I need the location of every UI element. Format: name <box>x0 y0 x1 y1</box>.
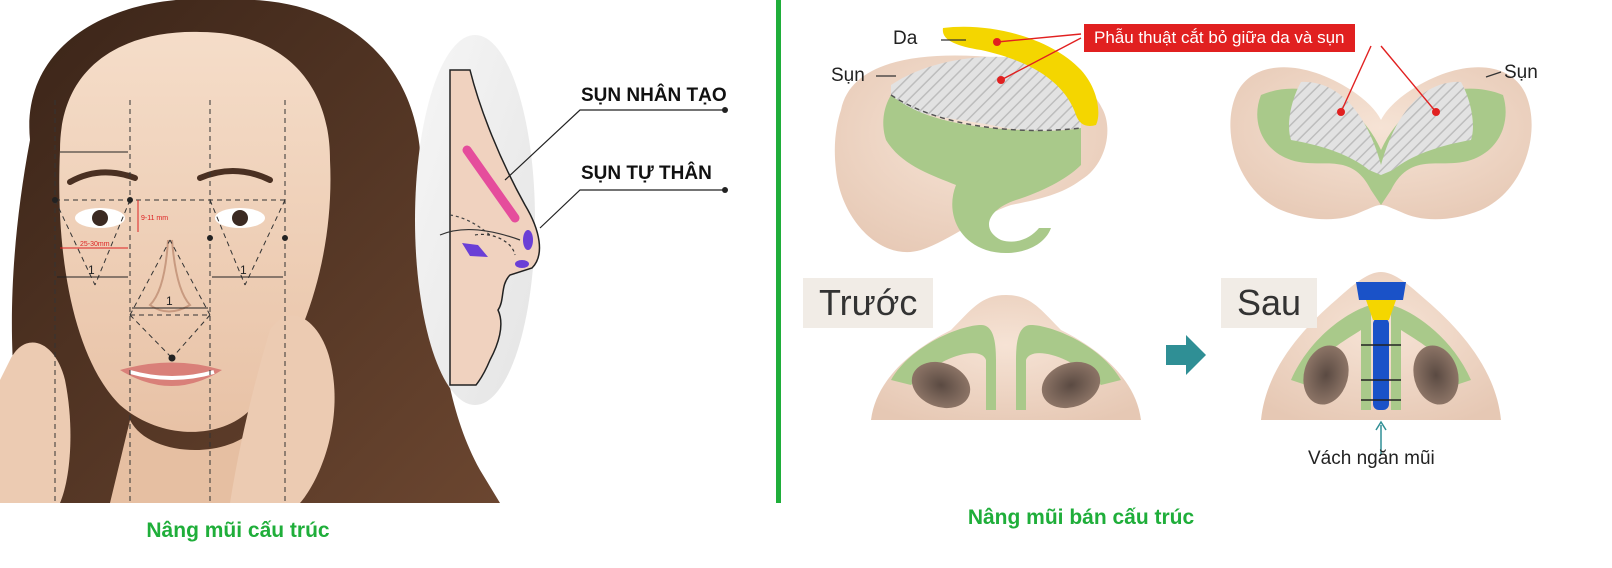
label-septum: Vách ngăn mũi <box>1308 448 1435 469</box>
leader-artificial <box>504 109 725 181</box>
left-iris <box>92 210 108 226</box>
face <box>59 31 331 432</box>
before-right-cartilage <box>1016 325 1121 410</box>
nose-side-cut-line <box>890 94 1082 132</box>
left-hand <box>0 342 71 503</box>
right-hand <box>230 315 335 503</box>
septum-extension-graft <box>1373 318 1389 410</box>
surgery-banner: Phẫu thuật cắt bỏ giữa da và sụn <box>1084 24 1355 52</box>
nose-anatomy-diagram <box>834 26 1532 455</box>
tip-graft-yellow <box>1366 300 1396 320</box>
autograft-piece-septum <box>462 243 488 257</box>
ratio-label-middle: 1 <box>166 294 173 308</box>
ratio-label-left: 1 <box>88 263 95 277</box>
teeth <box>129 370 215 380</box>
left-panel: 9-11 mm 25-30mm 1 1 1 SỤN NHÂN TẠO SỤN T… <box>0 0 776 563</box>
nose <box>148 239 192 313</box>
artificial-cartilage-implant <box>462 145 520 223</box>
label-artificial-cartilage: SỤN NHÂN TẠO <box>581 85 727 106</box>
septum-pointer-head <box>1375 420 1387 431</box>
profile-dashed-outline <box>474 233 516 256</box>
side-label-arrows <box>876 39 1502 78</box>
before-right-nostril <box>1041 361 1101 409</box>
after-right-cartilage <box>1391 305 1471 410</box>
leader-artificial-dot <box>722 107 728 113</box>
profile-face <box>449 69 541 386</box>
label-autograft-cartilage: SỤN TỰ THÂN <box>581 163 712 184</box>
lips <box>120 362 222 386</box>
autograft-piece-tip <box>523 230 533 250</box>
panel-divider <box>776 0 781 503</box>
tip-graft <box>1356 282 1406 300</box>
caption-semi-structural-rhinoplasty: Nâng mũi bán cấu trúc <box>967 506 1195 529</box>
autograft-piece-columella <box>515 260 529 268</box>
after-left-cartilage <box>1291 305 1371 410</box>
before-after-arrow <box>1166 335 1206 375</box>
label-skin: Da <box>893 28 918 49</box>
leader-autograft <box>539 189 725 229</box>
before-left-nostril <box>911 361 971 409</box>
nose-front-hatched-region <box>1289 81 1473 175</box>
label-cartilage-left: Sụn <box>831 65 865 86</box>
eye-height-label: 9-11 mm <box>141 215 168 222</box>
before-left-cartilage <box>891 325 996 410</box>
ratio-label-right: 1 <box>240 263 247 277</box>
caption-structural-rhinoplasty: Nâng mũi cấu trúc <box>146 519 330 542</box>
after-right-nostril <box>1413 345 1459 405</box>
measurement-arrows <box>52 151 288 362</box>
after-left-nostril <box>1303 345 1349 405</box>
nose-side-cartilage <box>883 95 1081 254</box>
eye-width-label: 25-30mm <box>80 241 110 248</box>
right-panel: Phẫu thuật cắt bỏ giữa da và sụn Da Sụn … <box>781 0 1612 563</box>
face-illustration: 9-11 mm 25-30mm 1 1 1 <box>0 0 728 503</box>
right-iris <box>232 210 248 226</box>
label-before: Trước <box>803 278 934 328</box>
measurement-guides <box>54 100 286 503</box>
nose-side-skin-layer <box>942 26 1099 126</box>
right-brow <box>197 167 273 183</box>
nose-side-hatched-region <box>891 56 1081 131</box>
label-cartilage-right: Sụn <box>1504 62 1538 83</box>
profile-nostril-line <box>439 228 521 241</box>
leader-autograft-dot <box>722 187 728 193</box>
label-after: Sau <box>1221 278 1318 328</box>
banner-leader-lines <box>996 33 1437 113</box>
left-brow <box>67 169 138 185</box>
suture-marks <box>1361 344 1401 401</box>
